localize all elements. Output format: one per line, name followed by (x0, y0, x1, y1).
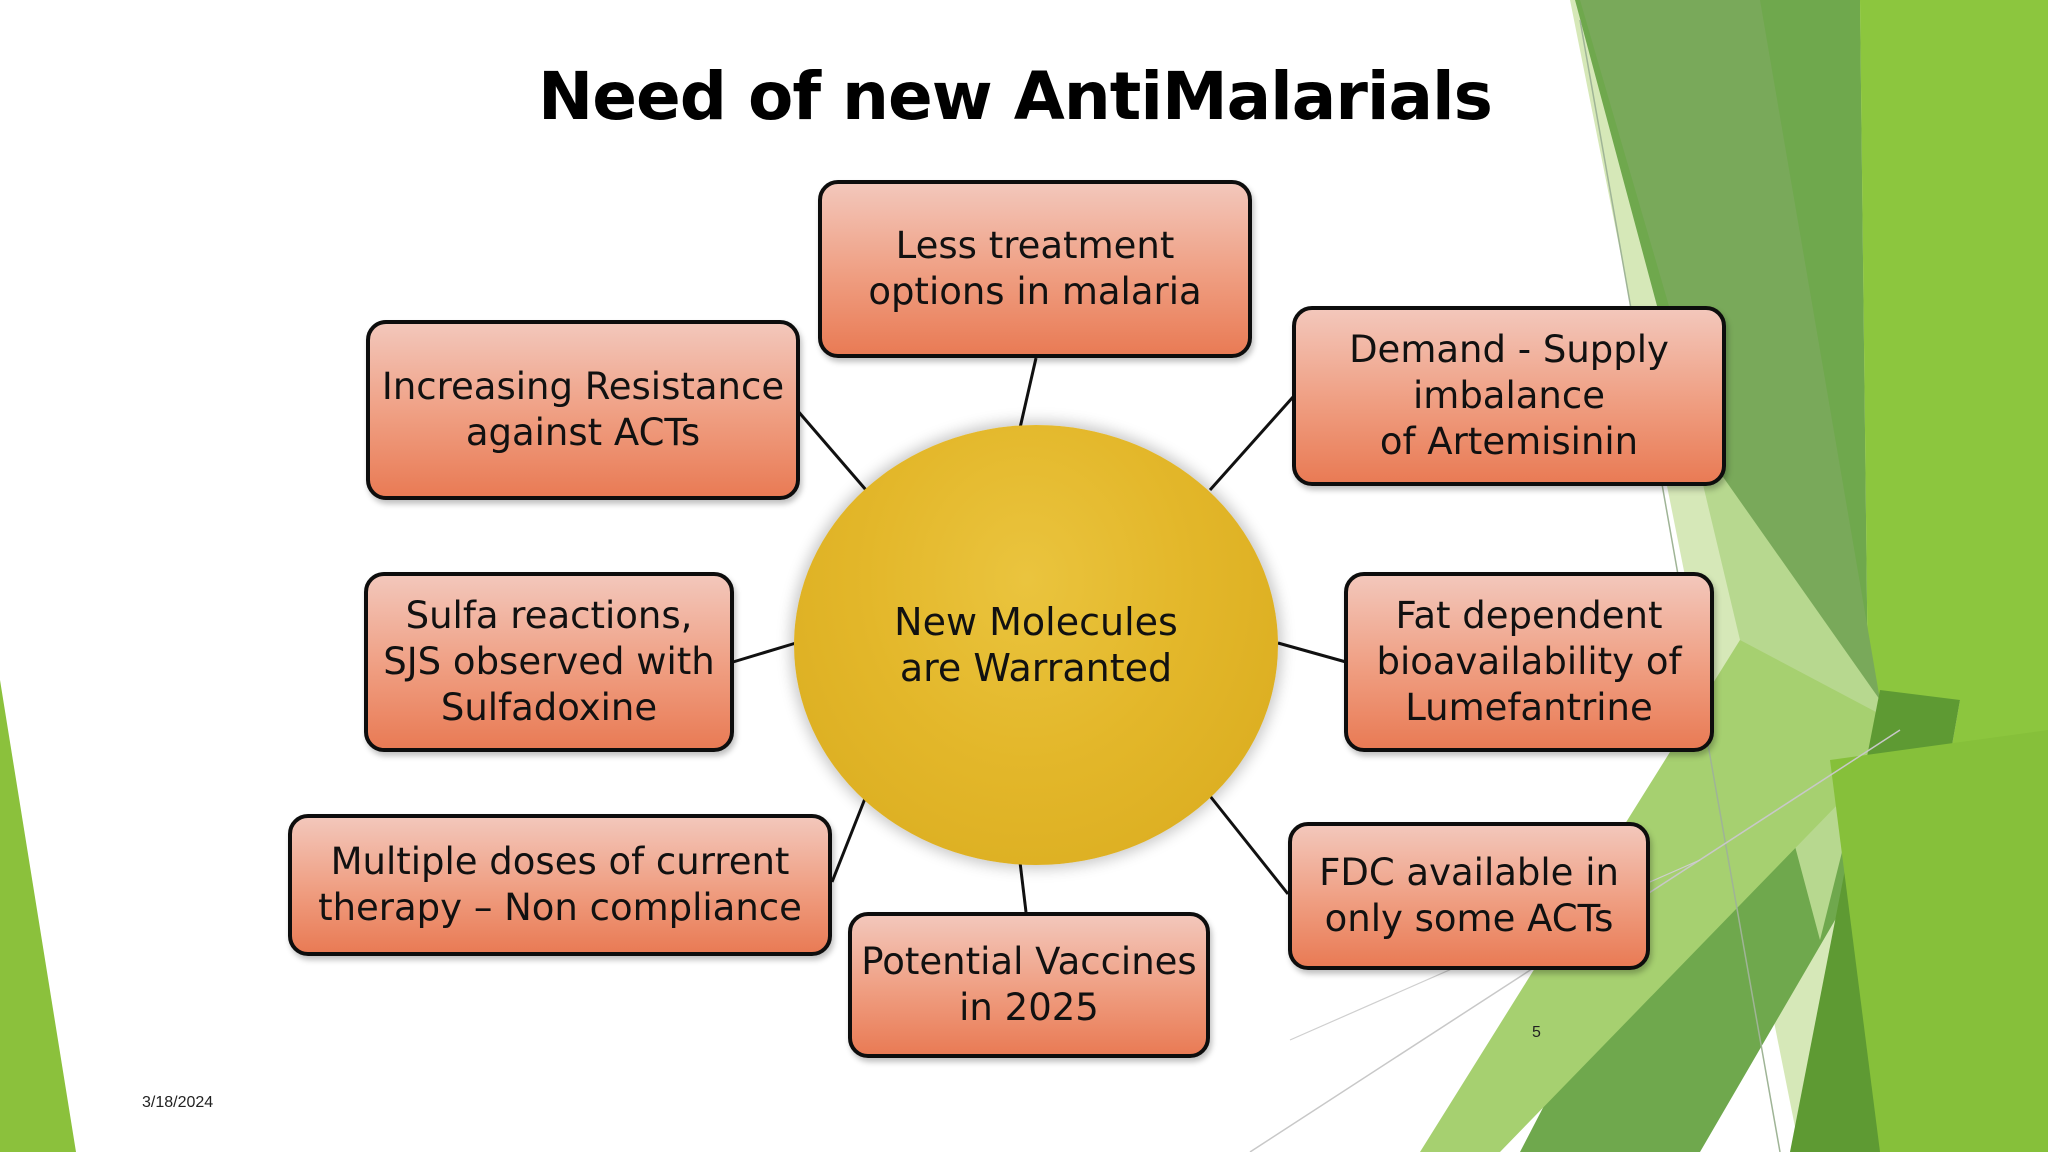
box-fdc-available: FDC available in only some ACTs (1288, 822, 1650, 970)
box-less-treatment-options: Less treatment options in malaria (818, 180, 1252, 358)
box-potential-vaccines-label: Potential Vaccines in 2025 (861, 940, 1197, 1029)
box-fat-dependent-label: Fat dependent bioavailability of Lumefan… (1376, 594, 1682, 729)
center-circle-label: New Molecules are Warranted (894, 600, 1178, 690)
right-bottom-green-shape (1830, 730, 2048, 1152)
box-demand-supply: Demand - Supply imbalance of Artemisinin (1292, 306, 1726, 486)
page-number: 5 (1532, 1024, 1541, 1041)
connector-bottom (1018, 861, 1028, 913)
box-less-treatment-options-label: Less treatment options in malaria (868, 224, 1202, 313)
box-potential-vaccines: Potential Vaccines in 2025 (848, 912, 1210, 1058)
box-fat-dependent: Fat dependent bioavailability of Lumefan… (1344, 572, 1714, 752)
box-fdc-available-label: FDC available in only some ACTs (1319, 851, 1619, 940)
footer-date: 3/18/2024 (142, 1094, 214, 1111)
connector-top (1018, 357, 1038, 429)
connector-lower-left (830, 795, 868, 883)
connector-upper-right (1208, 396, 1295, 491)
connector-mid-left (732, 641, 797, 664)
box-sulfa-reactions: Sulfa reactions, SJS observed with Sulfa… (364, 572, 734, 752)
box-multiple-doses: Multiple doses of current therapy – Non … (288, 814, 832, 956)
slide-title: Need of new AntiMalarials (538, 58, 1493, 135)
connector-upper-left (795, 409, 868, 491)
connector-mid-right (1277, 641, 1347, 664)
box-demand-supply-label: Demand - Supply imbalance of Artemisinin (1349, 328, 1669, 463)
left-green-sliver (0, 680, 76, 1152)
box-increasing-resistance-label: Increasing Resistance against ACTs (381, 365, 785, 454)
center-circle: New Molecules are Warranted (794, 425, 1278, 865)
box-increasing-resistance: Increasing Resistance against ACTs (366, 320, 800, 500)
box-multiple-doses-label: Multiple doses of current therapy – Non … (318, 840, 802, 929)
connector-lower-right (1208, 795, 1290, 895)
box-sulfa-reactions-label: Sulfa reactions, SJS observed with Sulfa… (383, 594, 715, 729)
right-lime-green-shape (1420, 640, 1910, 1152)
